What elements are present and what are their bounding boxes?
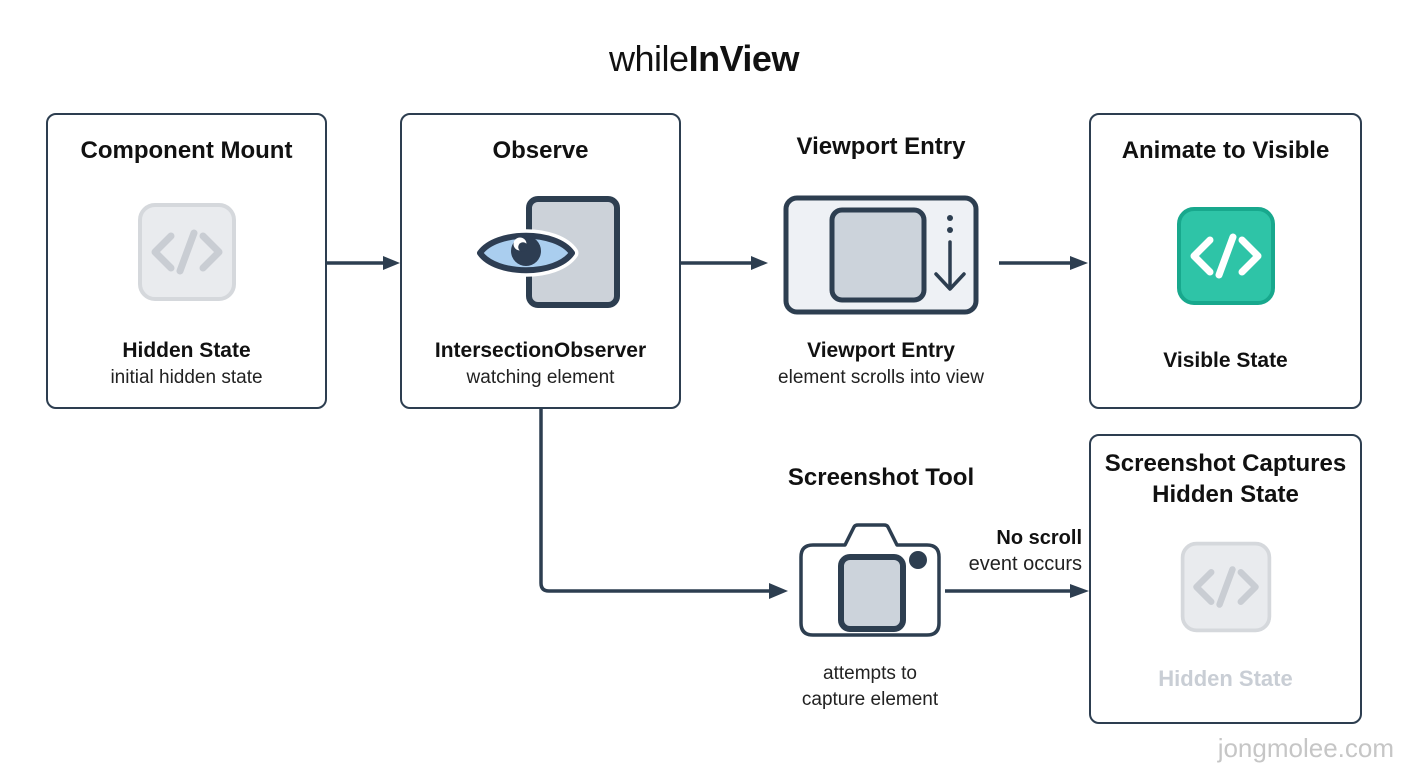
node-heading: Screenshot Tool — [787, 464, 975, 491]
edge-label-line1: No scroll — [996, 527, 1082, 549]
node-heading: Animate to Visible — [1121, 137, 1330, 164]
no-scroll-edge-label: No scroll event occurs — [950, 525, 1082, 577]
state-label: Visible State — [1163, 348, 1288, 372]
state-label: Hidden State — [1158, 666, 1293, 692]
state-label: Hidden State — [122, 339, 251, 363]
node-screenshot-result: Screenshot Captures Hidden State Hidden … — [1089, 434, 1362, 724]
node-heading: Screenshot Captures Hidden State — [1104, 450, 1347, 509]
code-hidden-icon — [137, 202, 236, 301]
viewport-entry-labels: Viewport Entry element scrolls into view — [731, 337, 1031, 391]
arrow-observe-to-viewport — [681, 256, 768, 270]
node-heading: Observe — [492, 137, 589, 164]
caption-line1: attempts to — [823, 663, 917, 684]
code-visible-icon — [1176, 207, 1275, 306]
page-title: whileInView — [0, 38, 1408, 80]
node-heading: Viewport Entry — [796, 133, 966, 160]
watermark: jongmolee.com — [1217, 733, 1394, 763]
arrow-viewport-to-visible — [999, 256, 1088, 270]
connector-observe-to-screenshot — [539, 408, 788, 599]
node-component-mount: Component Mount Hidden State initial hid… — [46, 113, 327, 409]
viewport-scroll-icon — [783, 195, 979, 315]
node-screenshot-tool: Screenshot Tool — [731, 464, 1031, 492]
title-regular-part: while — [609, 38, 689, 79]
node-viewport-entry: Viewport Entry — [731, 133, 1031, 161]
node-animate-to-visible: Animate to Visible Visible State — [1089, 113, 1362, 409]
camera-icon — [799, 523, 941, 637]
caption-line2: capture element — [801, 688, 939, 710]
observer-icon — [473, 195, 623, 309]
node-heading: Component Mount — [80, 137, 293, 164]
eye-icon — [473, 228, 578, 277]
node-observe: Observe IntersectionObserver watching el… — [400, 113, 681, 409]
state-label: Viewport Entry — [807, 339, 955, 362]
screenshot-tool-caption: attempts to capture element — [750, 661, 990, 712]
arrow-mount-to-observe — [327, 256, 400, 270]
title-bold-part: InView — [688, 38, 800, 79]
state-label: IntersectionObserver — [434, 339, 647, 363]
state-sublabel: element scrolls into view — [778, 367, 984, 389]
state-sublabel: initial hidden state — [110, 367, 263, 389]
state-sublabel: watching element — [466, 367, 615, 389]
code-hidden-icon — [1180, 542, 1271, 633]
arrow-screenshot-to-result — [945, 584, 1089, 598]
edge-label-line2: event occurs — [968, 553, 1082, 575]
